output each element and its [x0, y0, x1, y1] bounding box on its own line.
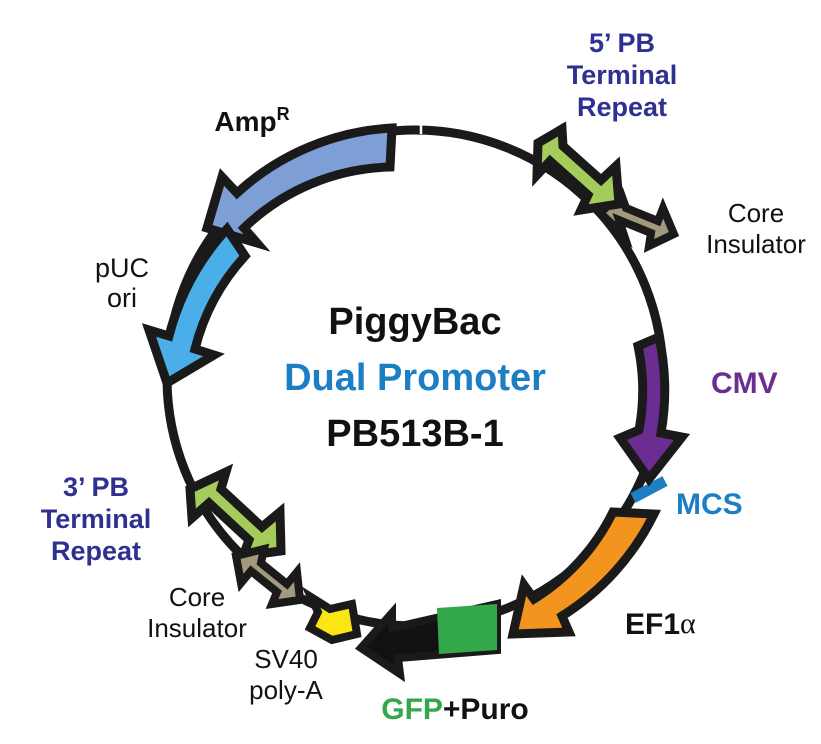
- feature-arrow-pb-terminal-repeat-5[interactable]: [532, 121, 624, 216]
- label-pb-terminal-repeat-3: 3’ PB Terminal Repeat: [41, 472, 152, 566]
- feature-arrow-pb-terminal-repeat-3[interactable]: [185, 463, 286, 562]
- pb-terminal-repeat-5-arrow-shape: [532, 121, 624, 216]
- core-insulator-left-label-line2: Insulator: [147, 613, 247, 643]
- feature-arrow-cmv[interactable]: [613, 330, 691, 487]
- feature-arrow-gfp-puro[interactable]: [354, 598, 501, 683]
- label-core-insulator-right: Core Insulator: [706, 198, 806, 259]
- feature-arrow-puc-ori[interactable]: [141, 221, 251, 390]
- feature-arrow-ef1a[interactable]: [507, 507, 662, 639]
- puro-label-part: +Puro: [443, 693, 529, 726]
- core-insulator-right-label-line2: Insulator: [706, 229, 806, 259]
- pb-terminal-repeat-5-label-line2: Terminal: [567, 60, 678, 90]
- pb-terminal-repeat-5-label-line3: Repeat: [577, 92, 667, 122]
- label-cmv: CMV: [711, 367, 778, 400]
- cmv-arrow-shape: [613, 330, 691, 487]
- sv40-poly-a-arrow-shape: [301, 586, 362, 645]
- ef1a-arrow-shape: [507, 507, 662, 639]
- amp-r-arrow-shape: [201, 123, 397, 252]
- center-title-line3: PB513B-1: [326, 413, 503, 455]
- pb-terminal-repeat-3-label-line3: Repeat: [51, 536, 141, 566]
- pb-terminal-repeat-5-label-line1: 5’ PB: [589, 28, 655, 58]
- amp-r-label-text: Amp: [214, 106, 276, 137]
- feature-marker-mcs[interactable]: [630, 476, 668, 503]
- gfp-segment-block: [437, 604, 497, 654]
- puc-ori-arrow-shape: [141, 221, 251, 390]
- center-title-line1: PiggyBac: [328, 301, 501, 343]
- ef1a-label: EF1α: [625, 607, 696, 641]
- mcs-label: MCS: [676, 488, 743, 521]
- label-ef1a: EF1α: [625, 607, 696, 641]
- pb-terminal-repeat-3-label-line2: Terminal: [41, 504, 152, 534]
- label-sv40-poly-a: SV40 poly-A: [249, 644, 323, 705]
- amp-r-label: AmpR: [214, 104, 289, 138]
- feature-arrow-core-insulator-left[interactable]: [231, 543, 305, 609]
- puc-ori-label-line2: ori: [107, 283, 137, 313]
- feature-arrow-amp-r[interactable]: [201, 123, 397, 252]
- label-pb-terminal-repeat-5: 5’ PB Terminal Repeat: [567, 28, 678, 122]
- pb-terminal-repeat-3-label-line1: 3’ PB: [63, 472, 129, 502]
- feature-arrow-sv40-poly-a[interactable]: [301, 586, 362, 645]
- mcs-tick-mark: [630, 476, 668, 503]
- sv40-poly-a-label-line1: SV40: [254, 644, 318, 674]
- label-gfp-puro: GFP+Puro: [381, 693, 529, 726]
- core-insulator-right-label-line1: Core: [728, 198, 784, 228]
- center-title-line2: Dual Promoter: [284, 357, 546, 399]
- sv40-poly-a-label-line2: poly-A: [249, 675, 323, 705]
- cmv-label: CMV: [711, 367, 778, 400]
- ef1a-alpha-glyph: α: [680, 607, 696, 640]
- core-insulator-left-arrow-shape: [231, 543, 305, 609]
- label-core-insulator-left: Core Insulator: [147, 582, 247, 643]
- label-puc-ori: pUC ori: [95, 253, 149, 313]
- ef1a-label-text: EF1: [625, 608, 680, 641]
- pb-terminal-repeat-3-arrow-shape: [185, 463, 286, 562]
- gfp-puro-label: GFP+Puro: [381, 693, 529, 726]
- label-amp-r: AmpR: [214, 104, 289, 138]
- puc-ori-label-line1: pUC: [95, 253, 149, 283]
- label-mcs: MCS: [676, 488, 743, 521]
- amp-r-superscript: R: [277, 104, 290, 124]
- center-title-group: PiggyBac Dual Promoter PB513B-1: [284, 301, 546, 455]
- gfp-label-part: GFP: [381, 693, 443, 726]
- core-insulator-left-label-line1: Core: [169, 582, 225, 612]
